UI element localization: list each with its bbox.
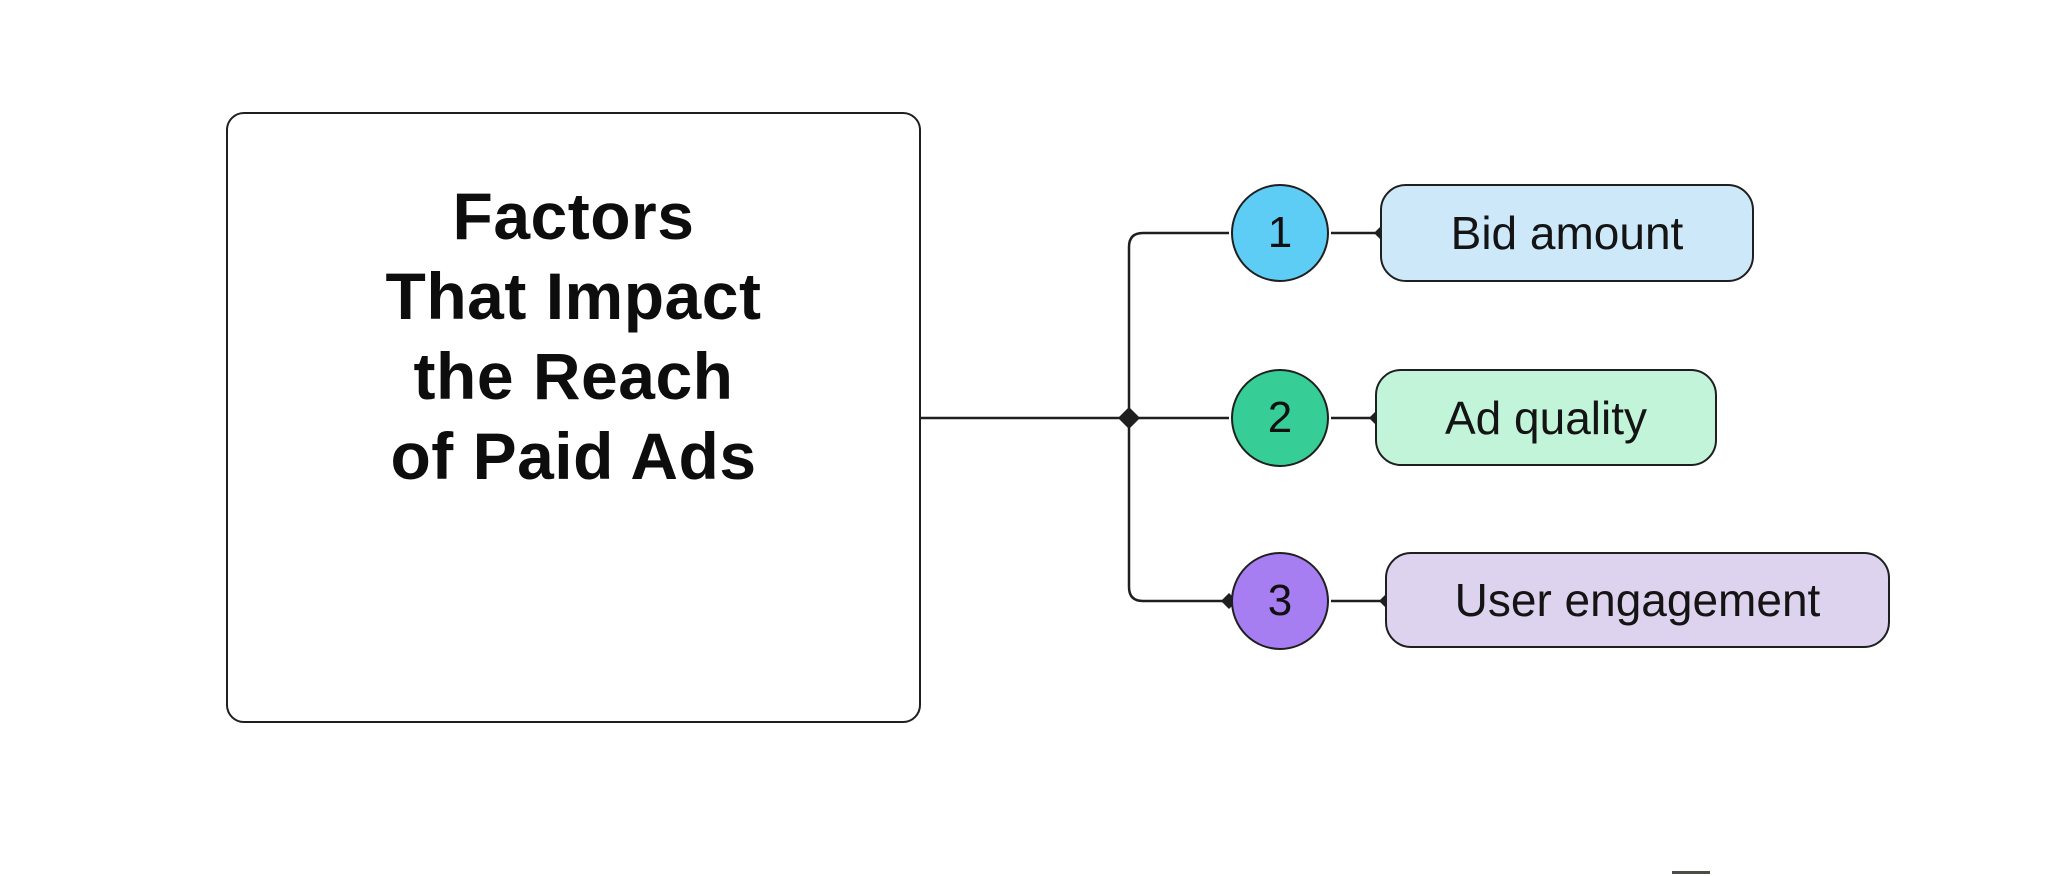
title-line-1: Factors <box>452 179 695 253</box>
branch-1-line <box>1127 231 1229 418</box>
branch-1-number: 1 <box>1267 208 1293 257</box>
branch-3-line <box>1127 418 1229 603</box>
branch-3-topic-box: User engagement <box>1385 552 1890 648</box>
branch-2-number-circle: 2 <box>1231 369 1329 467</box>
title-line-4: of Paid Ads <box>390 419 757 493</box>
branch-1-label: Bid amount <box>1450 207 1684 259</box>
branch-3-label: User engagement <box>1454 574 1821 626</box>
branch-1-number-circle: 1 <box>1231 184 1329 282</box>
title-line-2: That Impact <box>385 259 762 333</box>
root-topic-title: Factors That Impact the Reach of Paid Ad… <box>228 176 919 496</box>
cropped-artifact-line <box>1672 871 1710 874</box>
title-line-3: the Reach <box>413 339 734 413</box>
branch-2-label: Ad quality <box>1444 391 1647 444</box>
branch-connectors <box>921 231 1383 603</box>
branch-1-topic-box: Bid amount <box>1380 184 1754 282</box>
junction-diamond <box>1118 407 1140 429</box>
root-topic-box: Factors That Impact the Reach of Paid Ad… <box>226 112 921 723</box>
branch-3-number: 3 <box>1267 576 1293 625</box>
branch-2-number: 2 <box>1267 393 1293 442</box>
branch-2-topic-box: Ad quality <box>1375 369 1717 466</box>
branch-3-number-circle: 3 <box>1231 552 1329 650</box>
